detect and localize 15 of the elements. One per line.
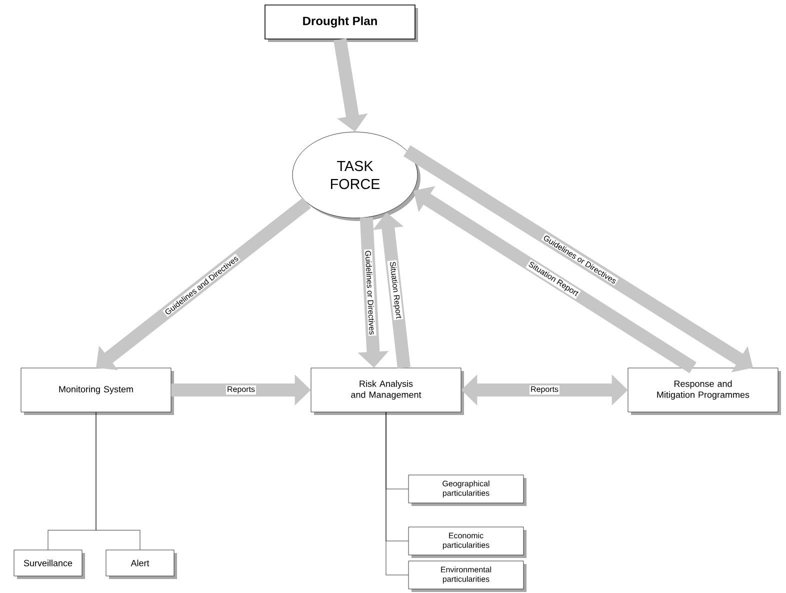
process-box: Environmental particularities bbox=[408, 560, 526, 592]
ellipse-node: TASK FORCE bbox=[292, 132, 420, 221]
process-box: Risk Analysis and Management bbox=[310, 368, 464, 415]
process-box: Economic particularities bbox=[408, 526, 526, 558]
process-box: Drought Plan bbox=[264, 4, 418, 42]
connector-line bbox=[386, 412, 408, 576]
block-arrow bbox=[96, 198, 311, 370]
process-box: Alert bbox=[106, 550, 177, 579]
edge-label: Situation Report bbox=[387, 260, 404, 320]
connector-line bbox=[96, 412, 140, 550]
process-box: Monitoring System bbox=[20, 368, 174, 415]
edge-label: Guidelines or Directives bbox=[364, 249, 376, 336]
process-box: Geographical particularities bbox=[408, 474, 526, 506]
process-box: Surveillance bbox=[14, 550, 85, 579]
process-box: Response and Mitigation Programmes bbox=[628, 368, 781, 415]
